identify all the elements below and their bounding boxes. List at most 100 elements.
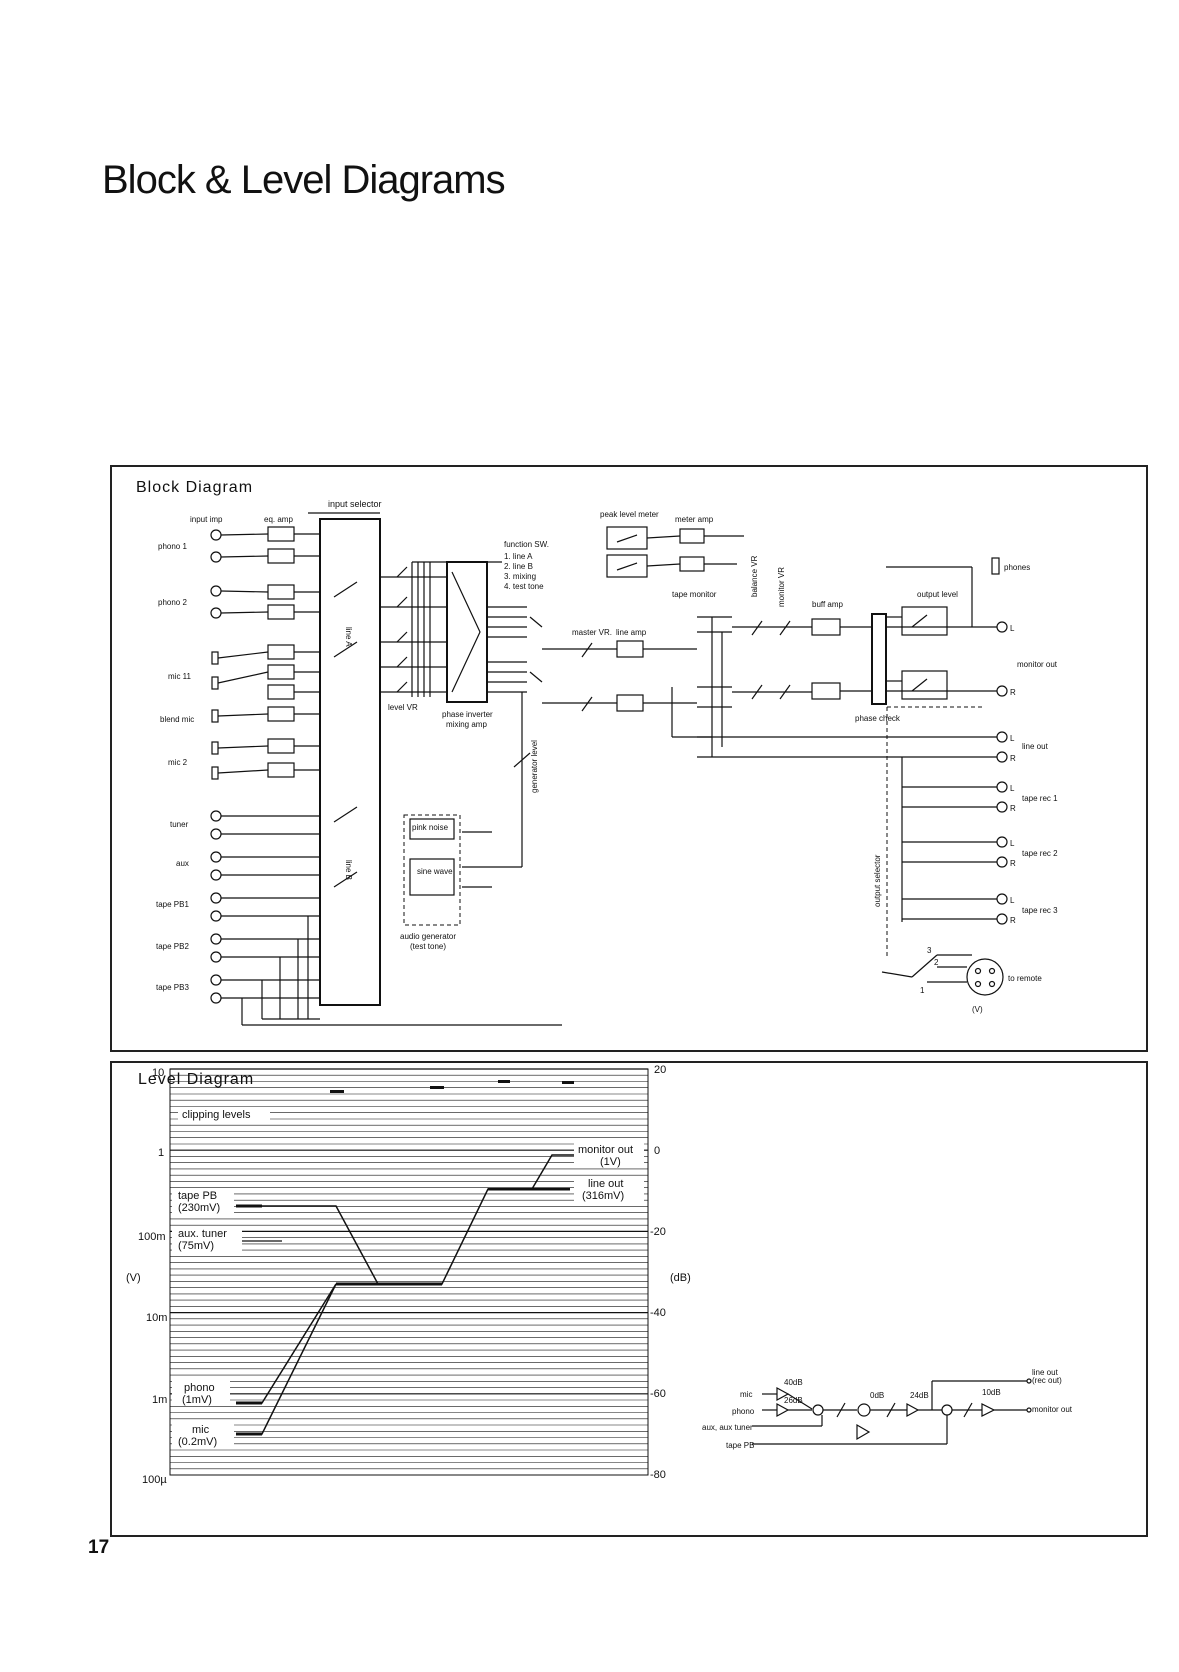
mini-monitor-out: monitor out	[1032, 1405, 1073, 1414]
remote-3-label: 3	[927, 946, 932, 955]
monitor-vr-label: monitor VR	[777, 567, 786, 607]
line-amp-wiring	[542, 642, 697, 712]
input-selector-label: input selector	[328, 499, 382, 509]
function-3-label: 3. mixing	[504, 572, 536, 581]
mini-aux-label: aux, aux tuner	[702, 1423, 753, 1432]
aux-tuner-value: (75mV)	[178, 1240, 214, 1252]
blend-mic-label: blend mic	[160, 715, 194, 724]
tape-pb-value: (230mV)	[178, 1202, 220, 1214]
v-tick-100u: 100µ	[142, 1474, 167, 1486]
page-title: Block & Level Diagrams	[102, 158, 506, 202]
monitor-out-r-jack	[996, 685, 1008, 697]
line-b-label: line B	[344, 860, 353, 880]
monitor-out-l-jack	[996, 621, 1008, 633]
line-out-l-jack	[996, 731, 1008, 743]
tape-rec-wiring	[901, 757, 997, 922]
phones-label: phones	[1004, 563, 1030, 572]
peak-meter-label: peak level meter	[600, 510, 659, 519]
mini-rec-out: (rec out)	[1032, 1376, 1062, 1385]
db-tick-0: 0	[654, 1145, 660, 1157]
tape-pb3-label: tape PB3	[156, 983, 189, 992]
tape-rec1-l: L	[1010, 784, 1015, 793]
line-out-r: R	[1010, 754, 1016, 763]
mixing-amp-label: mixing amp	[446, 720, 487, 729]
phono-label: phono	[184, 1382, 215, 1394]
master-vr-label: master VR.	[572, 628, 612, 637]
tape-rec2-label: tape rec 2	[1022, 849, 1058, 858]
mic-label: mic	[192, 1424, 210, 1436]
pink-noise-box	[409, 818, 455, 840]
v-tick-100m: 100m	[138, 1231, 166, 1243]
output-level-wiring	[886, 566, 997, 700]
clipping-marks	[330, 1080, 574, 1093]
v-unit: (V)	[126, 1272, 141, 1284]
phono1-label: phono 1	[158, 542, 187, 551]
tape-rec3-l: L	[1010, 896, 1015, 905]
v-tick-1m: 1m	[152, 1394, 167, 1406]
monitor-out-label: monitor out	[578, 1144, 633, 1156]
mini-24db: 24dB	[910, 1391, 929, 1400]
audio-generator-box	[403, 814, 461, 926]
aux-tuner-label: aux. tuner	[178, 1228, 227, 1240]
mini-26db: 26dB	[784, 1396, 803, 1405]
function-bus-lines	[411, 561, 502, 697]
function-4-label: 4. test tone	[504, 582, 544, 591]
input-selector-box	[319, 518, 381, 1006]
remote-wiring	[881, 954, 972, 983]
db-unit: (dB)	[670, 1272, 691, 1284]
tuner-label: tuner	[170, 820, 189, 829]
tape-rec3-r: R	[1010, 916, 1016, 925]
selector-switch-contacts	[333, 581, 358, 888]
line-amp-label: line amp	[616, 628, 647, 637]
level-vr-wiring	[380, 566, 447, 693]
phase-check-label: phase check	[855, 714, 901, 723]
mic-value: (0.2mV)	[178, 1436, 217, 1448]
level-diagram-svg: 10 1 100m 10m 1m 100µ (V) 20 0 -20 (dB) …	[126, 1064, 1073, 1486]
line-a-label: line A	[344, 627, 353, 647]
remote-volt-label: (V)	[972, 1005, 983, 1014]
level-vr-label: level VR	[388, 703, 418, 712]
line-out-l: L	[1010, 734, 1015, 743]
line-out-label: line out	[588, 1178, 623, 1190]
to-remote-label: to remote	[1008, 974, 1042, 983]
db-tick-20: 20	[654, 1064, 666, 1076]
tape-pb2-label: tape PB2	[156, 942, 189, 951]
tape-rec1-label: tape rec 1	[1022, 794, 1058, 803]
monitor-out-r: R	[1010, 688, 1016, 697]
level-diagram-panel: Level Diagram 10 1 100m 10m 1m 100µ (V) …	[110, 1061, 1148, 1537]
db-tick-m60: -60	[650, 1388, 666, 1400]
v-tick-10m: 10m	[146, 1312, 167, 1324]
page-number: 17	[88, 1537, 110, 1558]
tape-rec2-l: L	[1010, 839, 1015, 848]
line-amp-l	[616, 640, 644, 658]
phono-value: (1mV)	[182, 1394, 212, 1406]
mini-mic-label: mic	[740, 1390, 752, 1399]
tape-rec-jacks	[996, 781, 1008, 925]
clipping-label: clipping levels	[182, 1109, 251, 1121]
pink-noise-label: pink noise	[412, 823, 449, 832]
balance-vr-label: balance VR	[750, 555, 759, 597]
level-grid	[169, 1068, 649, 1476]
phase-inverter-label: phase inverter	[442, 710, 493, 719]
monitor-out-l: L	[1010, 624, 1015, 633]
aux-label: aux	[176, 859, 189, 868]
line-amp-r	[616, 694, 644, 712]
phase-check-box	[871, 613, 887, 705]
output-selector-label: output selector	[873, 854, 882, 907]
function-sw-label: function SW.	[504, 540, 549, 549]
tape-rec2-r: R	[1010, 859, 1016, 868]
phones-jack	[991, 557, 1000, 575]
mic2-label: mic 2	[168, 758, 188, 767]
monitor-out-value: (1V)	[600, 1156, 621, 1168]
mini-40db: 40dB	[784, 1378, 803, 1387]
line-out-label: line out	[1022, 742, 1049, 751]
output-level-label: output level	[917, 590, 958, 599]
phono2-label: phono 2	[158, 598, 187, 607]
mini-phono-label: phono	[732, 1407, 755, 1416]
input-wiring	[217, 533, 562, 1026]
mini-tape-pb-label: tape PB	[726, 1441, 754, 1450]
mini-10db: 10dB	[982, 1388, 1001, 1397]
remote-1-label: 1	[920, 986, 925, 995]
db-tick-m20: -20	[650, 1226, 666, 1238]
mini-block-diagram: mic phono aux, aux tuner tape PB 40dB 26…	[702, 1368, 1073, 1450]
